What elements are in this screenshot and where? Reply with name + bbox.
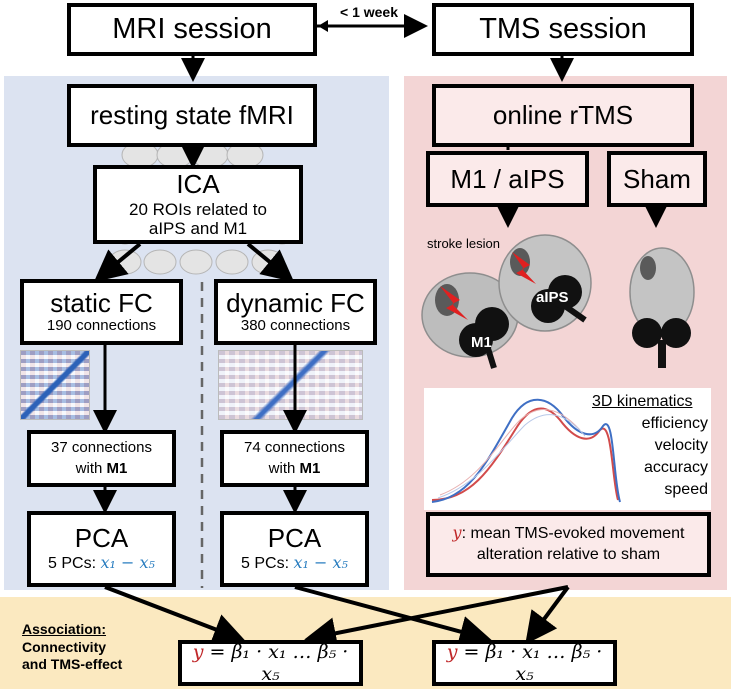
ica-box: ICA 20 ROIs related to aIPS and M1 <box>93 165 303 244</box>
tms-effect-box: y: mean TMS-evoked movement alteration r… <box>426 512 711 577</box>
resting-state-label: resting state fMRI <box>90 100 294 130</box>
kinematics-plot-area <box>424 388 711 510</box>
kinematics-item-speed: speed <box>664 481 708 498</box>
kinematics-item-velocity: velocity <box>654 437 708 454</box>
static-connections-line2: with M1 <box>75 459 128 477</box>
dynamic-pca-box: PCA 5 PCs: x₁ − x₅ <box>220 511 369 587</box>
sham-label: Sham <box>623 163 691 194</box>
association-line2: Connectivity <box>22 639 107 655</box>
static-fc-matrix-image <box>20 350 90 420</box>
stroke-lesion-label: stroke lesion <box>427 236 500 251</box>
association-line3: and TMS-effect <box>22 656 123 672</box>
coil-m1-label: M1 <box>471 334 492 351</box>
coil-aips-label: aIPS <box>536 289 569 306</box>
ica-title: ICA <box>176 169 220 199</box>
kinematics-item-efficiency: efficiency <box>641 415 708 432</box>
dynamic-fc-box: dynamic FC 380 connections <box>214 279 377 345</box>
static-connections-line1: 37 connections <box>51 439 152 457</box>
static-fc-box: static FC 190 connections <box>20 279 183 345</box>
kinematics-title: 3D kinematics <box>592 393 693 410</box>
static-connections-box: 37 connections with M1 <box>27 430 176 487</box>
m1-aips-label: M1 / aIPS <box>450 163 565 194</box>
dynamic-connections-line2: with M1 <box>268 459 321 477</box>
dynamic-pca-title: PCA <box>267 523 322 554</box>
formula-box-left: y = β₁ · x₁ … β₅ · x₅ <box>178 640 363 686</box>
stroke-brain-m1-illustration <box>421 272 519 369</box>
tms-session-label: TMS session <box>479 13 647 45</box>
formula-right: y = β₁ · x₁ … β₅ · x₅ <box>446 641 603 685</box>
mri-session-box: MRI session <box>67 3 317 56</box>
static-pca-box: PCA 5 PCs: x₁ − x₅ <box>27 511 176 587</box>
mri-session-label: MRI session <box>112 13 272 45</box>
sham-brain-illustration <box>629 247 695 368</box>
kinematics-trajectories <box>431 398 621 503</box>
association-title: Association: <box>22 621 107 637</box>
formula-left: y = β₁ · x₁ … β₅ · x₅ <box>192 641 349 685</box>
tms-session-box: TMS session <box>432 3 694 56</box>
stroke-brain-aips-illustration <box>498 234 592 332</box>
sham-box: Sham <box>607 151 707 207</box>
formula-box-right: y = β₁ · x₁ … β₅ · x₅ <box>432 640 617 686</box>
static-fc-sub: 190 connections <box>46 317 157 335</box>
tms-effect-line1: y: mean TMS-evoked movement <box>452 523 685 543</box>
static-fc-title: static FC <box>50 288 153 319</box>
tms-effect-line2: alteration relative to sham <box>476 546 661 563</box>
dynamic-fc-title: dynamic FC <box>226 288 365 319</box>
dynamic-connections-line1: 74 connections <box>244 439 345 457</box>
week-gap-label: < 1 week <box>340 4 398 20</box>
online-rtms-label: online rTMS <box>492 100 634 130</box>
static-pca-sub: 5 PCs: x₁ − x₅ <box>48 553 155 573</box>
online-rtms-box: online rTMS <box>432 84 694 147</box>
m1-aips-box: M1 / aIPS <box>426 151 589 207</box>
ica-sub-line2: aIPS and M1 <box>148 219 248 239</box>
kinematics-item-accuracy: accuracy <box>643 459 708 476</box>
resting-state-fmri-box: resting state fMRI <box>67 84 317 147</box>
dynamic-fc-sub: 380 connections <box>240 317 351 335</box>
dynamic-fc-matrix-image <box>218 350 363 420</box>
ica-sub-line1: 20 ROIs related to <box>129 199 267 219</box>
dynamic-connections-box: 74 connections with M1 <box>220 430 369 487</box>
dynamic-pca-sub: 5 PCs: x₁ − x₅ <box>241 553 348 573</box>
static-pca-title: PCA <box>74 523 129 554</box>
